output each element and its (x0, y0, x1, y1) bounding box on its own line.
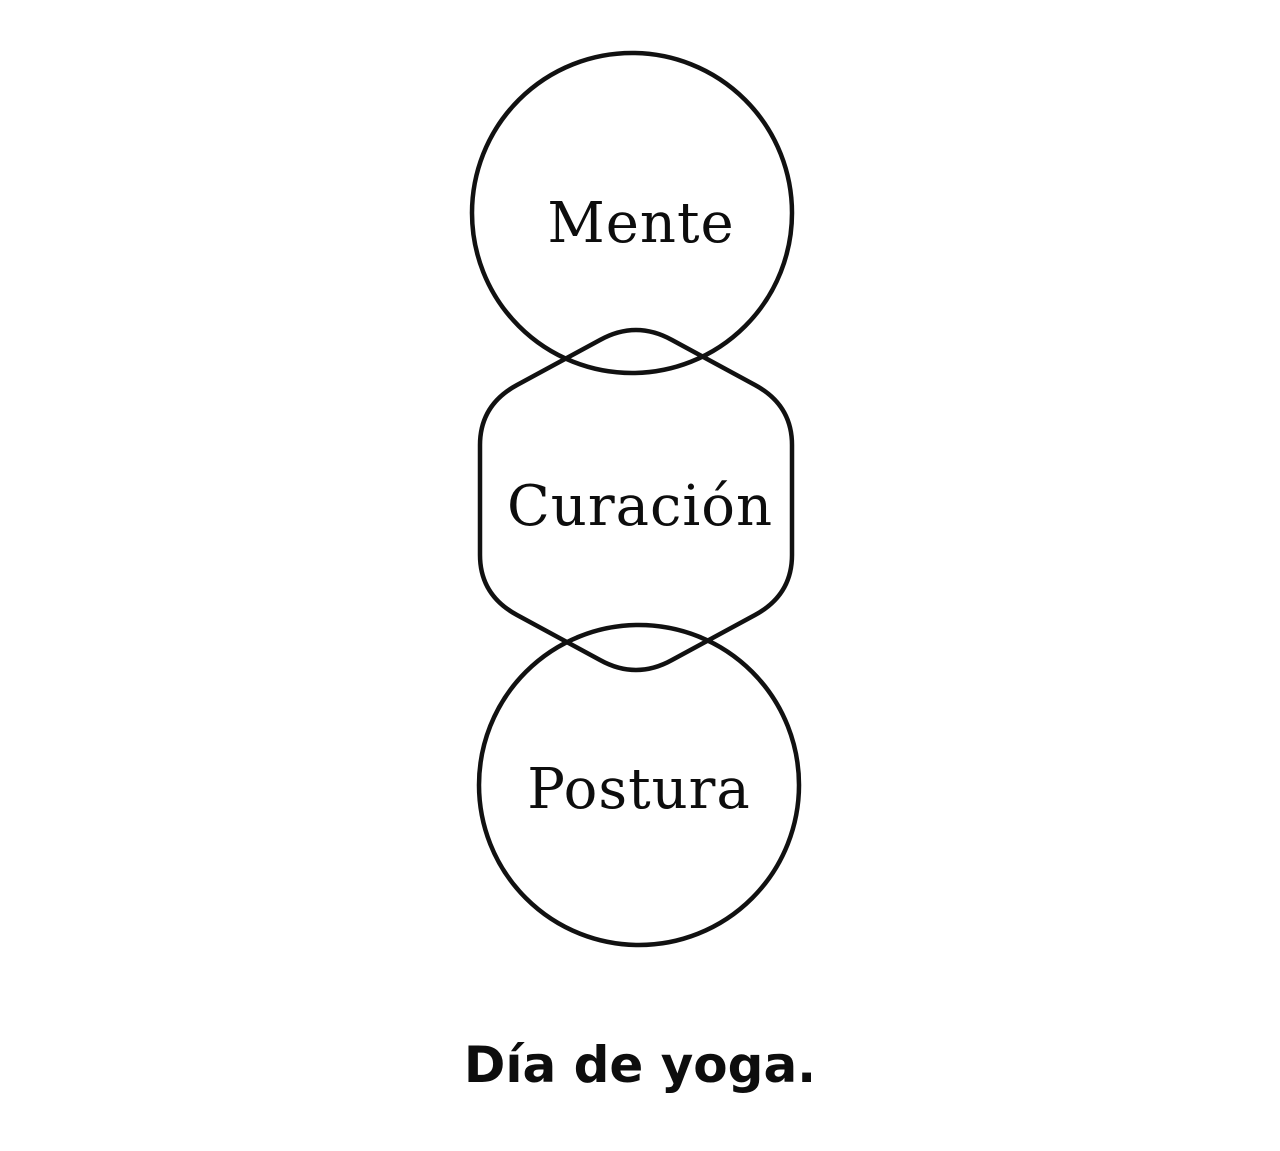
curacion-hexagon (477, 327, 795, 673)
postura-circle (476, 622, 802, 948)
postura-label: Postura (527, 757, 751, 822)
mente-circle (469, 50, 795, 376)
caption-text: Día de yoga. (464, 1036, 816, 1094)
curacion-label: Curación (507, 474, 773, 539)
mente-label: Mente (547, 191, 734, 256)
